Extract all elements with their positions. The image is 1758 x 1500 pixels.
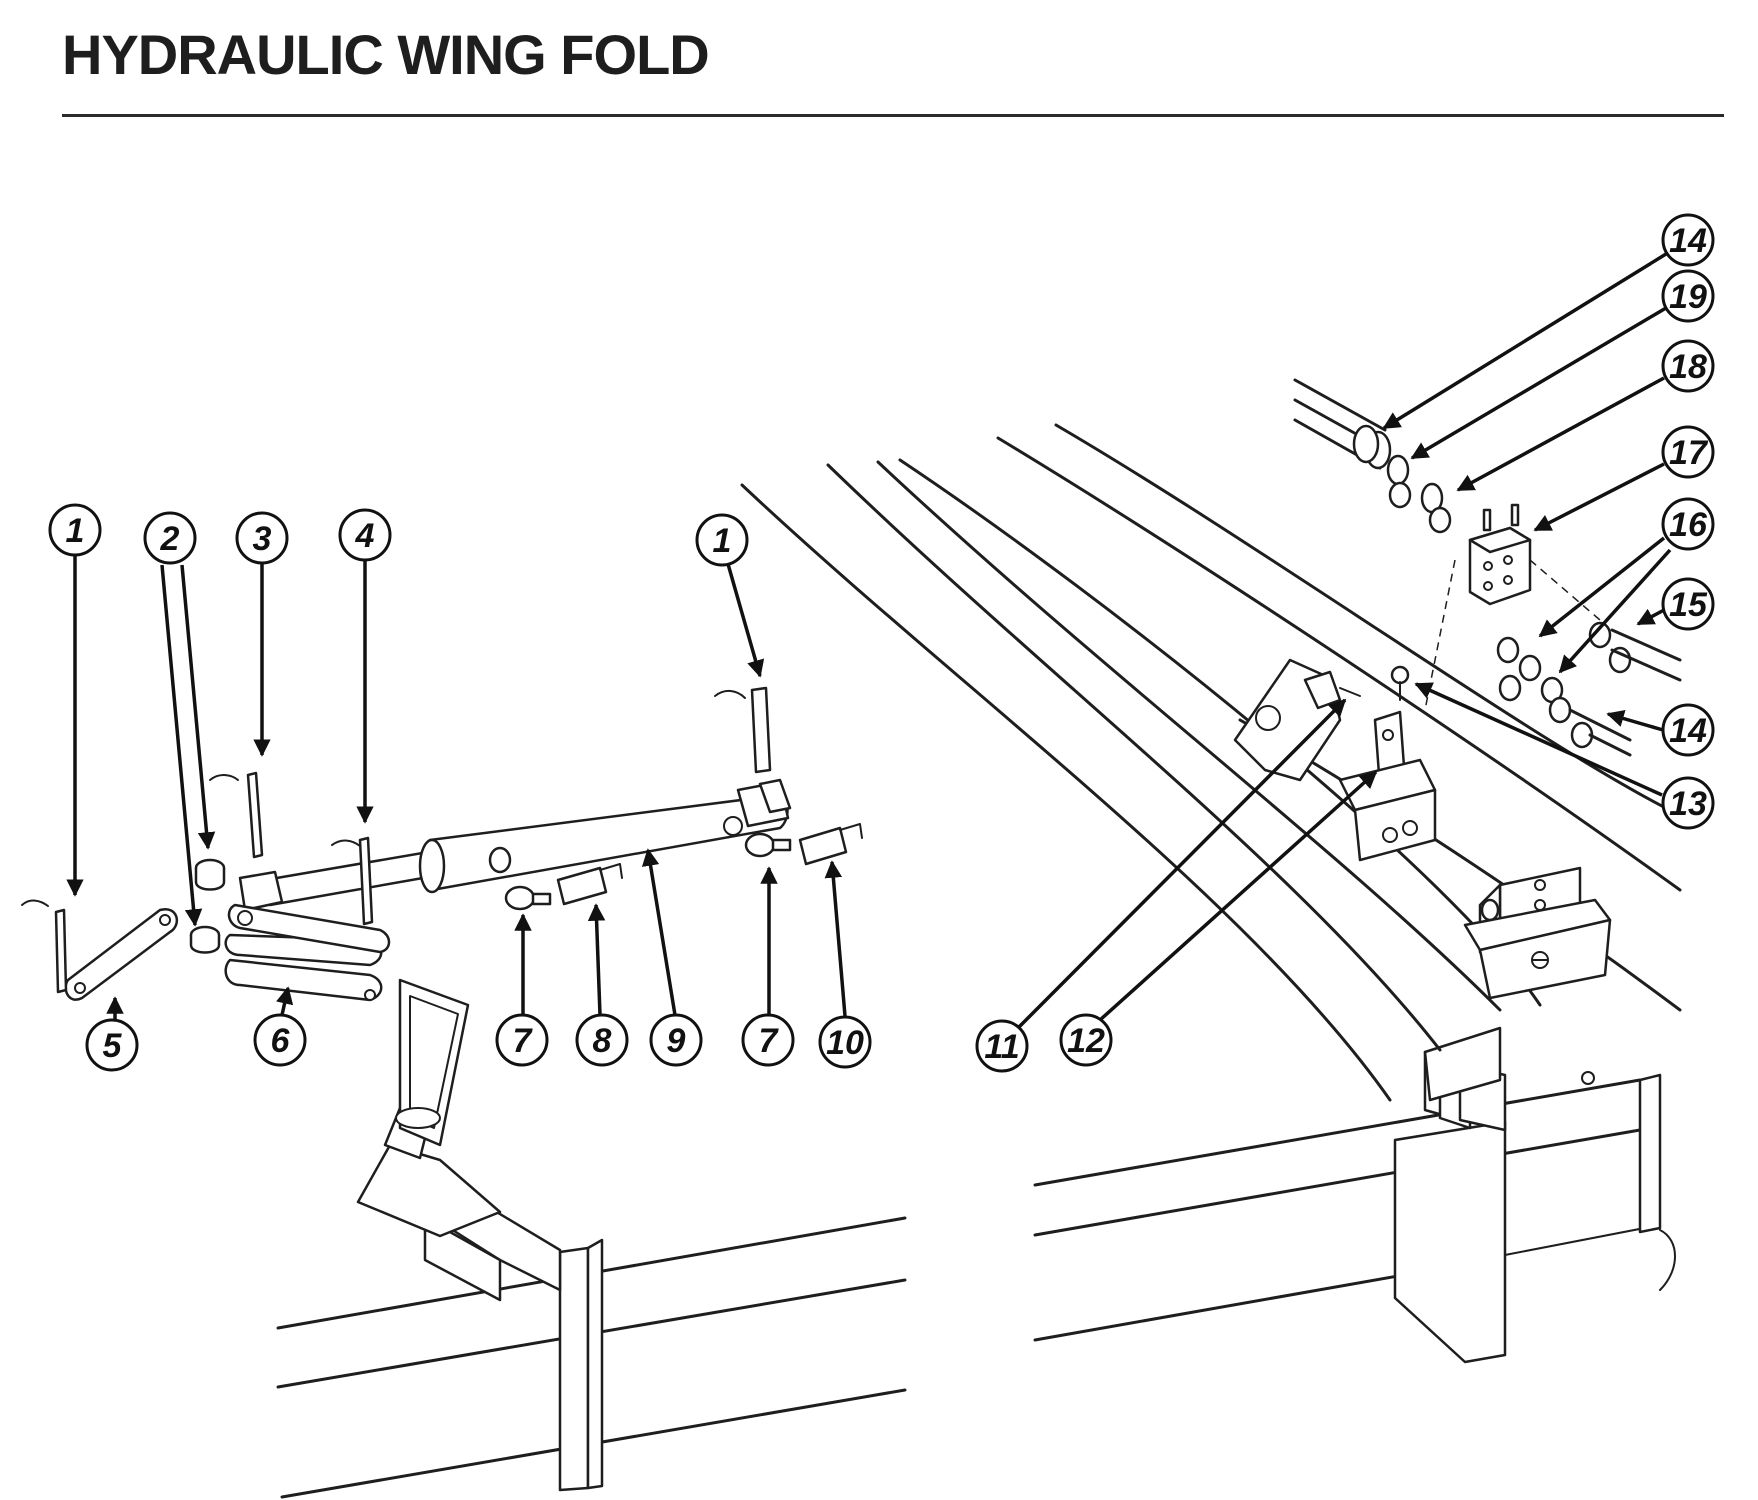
- callout-label: 8: [593, 1022, 612, 1060]
- callout-label: 14: [1669, 222, 1707, 260]
- callout-18: 18: [1456, 339, 1715, 492]
- callout-17: 17: [1533, 425, 1715, 532]
- callout-1-left: 1: [48, 503, 102, 897]
- callout-19: 19: [1410, 269, 1715, 460]
- callout-label: 14: [1669, 712, 1707, 750]
- right-main-frame: [1033, 1026, 1676, 1364]
- callout-label: 13: [1669, 785, 1707, 823]
- callout-7-left: 7: [495, 913, 549, 1067]
- cylinder-fittings: [488, 823, 863, 911]
- callout-10: 10: [818, 860, 872, 1069]
- callout-label: 2: [160, 520, 180, 558]
- callout-label: 7: [759, 1022, 780, 1060]
- callout-2: 2: [143, 511, 216, 927]
- callout-15: 15: [1636, 577, 1715, 631]
- callout-label: 11: [984, 1028, 1019, 1066]
- callout-label: 7: [513, 1022, 534, 1060]
- callout-14-bottom: 14: [1606, 703, 1715, 757]
- callout-8: 8: [575, 903, 629, 1067]
- mounting-brackets: [1338, 710, 1612, 1000]
- callout-13: 13: [1414, 682, 1715, 830]
- wing-boom: [740, 423, 1692, 1102]
- callout-label: 15: [1669, 586, 1708, 624]
- callout-label: 19: [1669, 278, 1707, 316]
- hydraulic-cylinder: [238, 778, 792, 912]
- callout-14-top: 14: [1382, 213, 1715, 430]
- callout-label: 3: [253, 520, 272, 558]
- link-arms: [21, 686, 772, 1002]
- valve-block-assembly: [1293, 378, 1682, 757]
- callout-label: 4: [355, 517, 375, 555]
- callout-7-right: 7: [741, 866, 795, 1067]
- callout-label: 1: [713, 522, 732, 560]
- callout-16: 16: [1538, 497, 1715, 674]
- callout-label: 5: [103, 1027, 123, 1065]
- callout-label: 17: [1669, 434, 1709, 472]
- callout-3: 3: [235, 511, 289, 757]
- callout-5: 5: [85, 996, 139, 1072]
- callout-6: 6: [253, 986, 307, 1067]
- callout-label: 6: [271, 1022, 291, 1060]
- callout-label: 16: [1669, 506, 1708, 544]
- callout-12: 12: [1059, 770, 1378, 1067]
- callout-1-right: 1: [695, 513, 765, 678]
- callout-label: 10: [826, 1024, 864, 1062]
- callout-4: 4: [338, 508, 392, 824]
- callout-9: 9: [641, 848, 703, 1067]
- callout-label: 18: [1669, 348, 1707, 386]
- callout-label: 9: [667, 1022, 686, 1060]
- callout-label: 1: [66, 512, 85, 550]
- callout-label: 12: [1067, 1022, 1105, 1060]
- left-wing-frame: [276, 978, 907, 1499]
- title-divider: [62, 114, 1724, 117]
- callout-11: 11: [975, 698, 1347, 1073]
- page-title: HYDRAULIC WING FOLD: [62, 23, 710, 86]
